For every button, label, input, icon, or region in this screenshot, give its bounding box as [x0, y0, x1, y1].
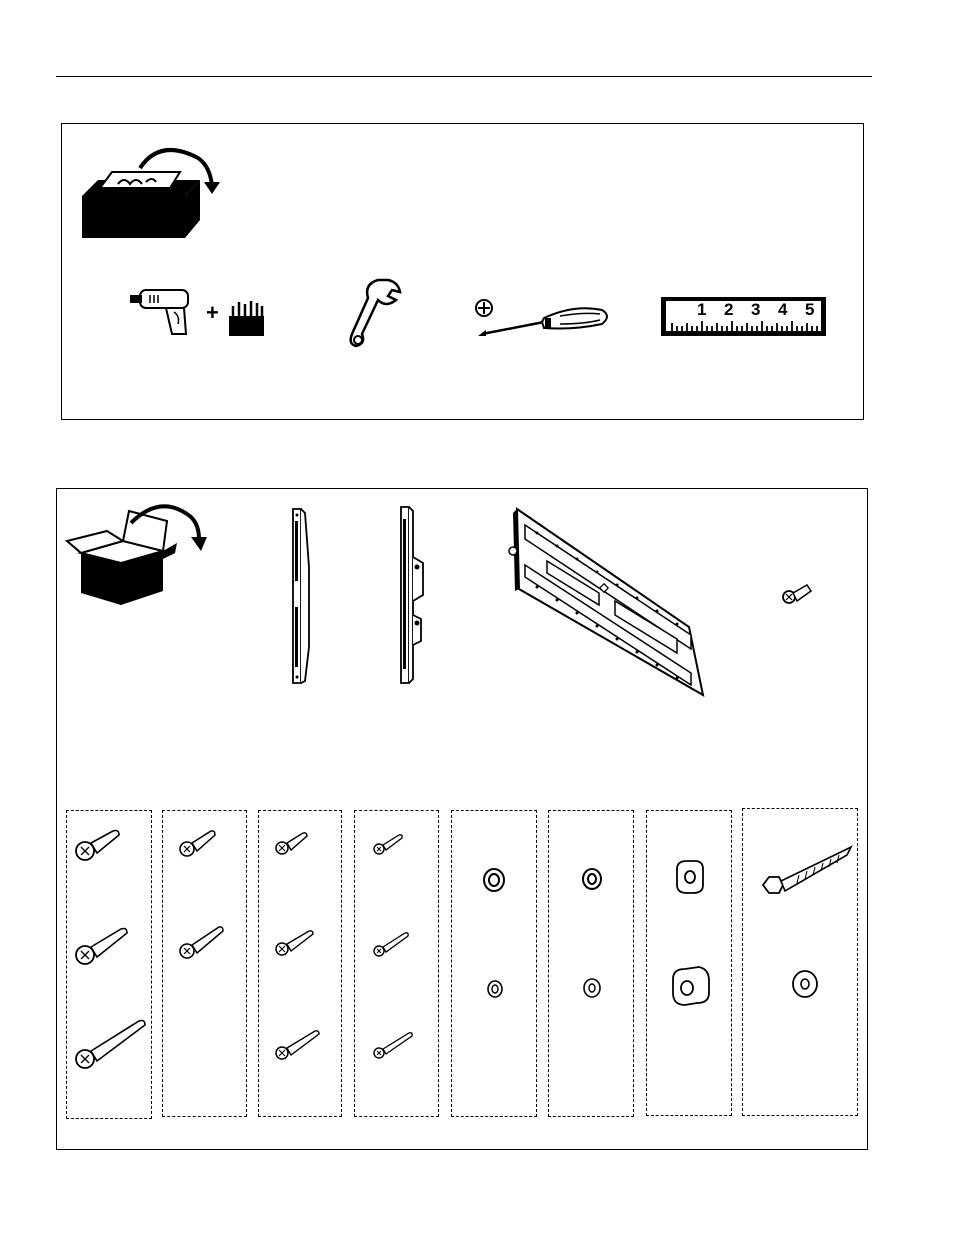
- screw-thin-1: [373, 827, 413, 857]
- ruler-number-1: 1: [697, 300, 706, 320]
- parts-included-panel: [56, 488, 868, 1150]
- screw-medium-short: [179, 823, 225, 859]
- drill-plus-sign: +: [206, 300, 219, 326]
- flat-washer-small: [486, 979, 504, 999]
- security-screw-part: [781, 581, 813, 609]
- drill-icon: [128, 286, 208, 346]
- hardware-bag-1: [66, 810, 152, 1119]
- screw-small-1: [275, 825, 317, 857]
- tape-measure-icon: [660, 296, 828, 338]
- wall-plate: [497, 505, 709, 697]
- right-vertical-bracket: [395, 505, 435, 687]
- toolbox-icon: [80, 138, 220, 228]
- hardware-bag-7: [646, 810, 732, 1116]
- hardware-bag-6: [548, 810, 634, 1117]
- ruler-number-4: 4: [778, 300, 787, 320]
- screw-large-medium: [75, 921, 133, 967]
- hardware-bag-8: [742, 808, 858, 1116]
- hardware-bag-2: [162, 810, 247, 1117]
- screw-large-short: [75, 821, 127, 863]
- drill-bits-icon: [228, 300, 266, 336]
- screw-medium-long: [179, 919, 231, 961]
- spacer-short: [673, 859, 707, 895]
- tools-required-panel: +: [61, 123, 864, 420]
- header-rule: [56, 76, 872, 77]
- open-box-icon: [67, 501, 207, 599]
- hardware-bag-4: [354, 810, 439, 1117]
- hardware-bag-5: [451, 810, 537, 1117]
- lock-washer-large: [482, 867, 506, 893]
- left-vertical-bracket: [287, 507, 317, 687]
- ruler-number-5: 5: [805, 300, 814, 320]
- wrench-icon: [350, 276, 404, 352]
- spacer-long: [669, 965, 713, 1007]
- lock-washer-medium: [581, 867, 603, 891]
- screw-small-2: [275, 923, 319, 959]
- hardware-bag-3: [258, 810, 342, 1117]
- screw-thin-3: [373, 1025, 421, 1061]
- screw-small-3: [275, 1023, 323, 1063]
- ruler-number-2: 2: [724, 300, 733, 320]
- phillips-screwdriver-icon: [474, 296, 612, 344]
- screw-thin-2: [373, 925, 417, 959]
- screw-large-long: [75, 1015, 151, 1071]
- ruler-number-3: 3: [751, 300, 760, 320]
- lag-bolt-washer: [791, 969, 819, 999]
- lag-bolt: [759, 841, 855, 907]
- flat-washer-medium: [582, 977, 602, 999]
